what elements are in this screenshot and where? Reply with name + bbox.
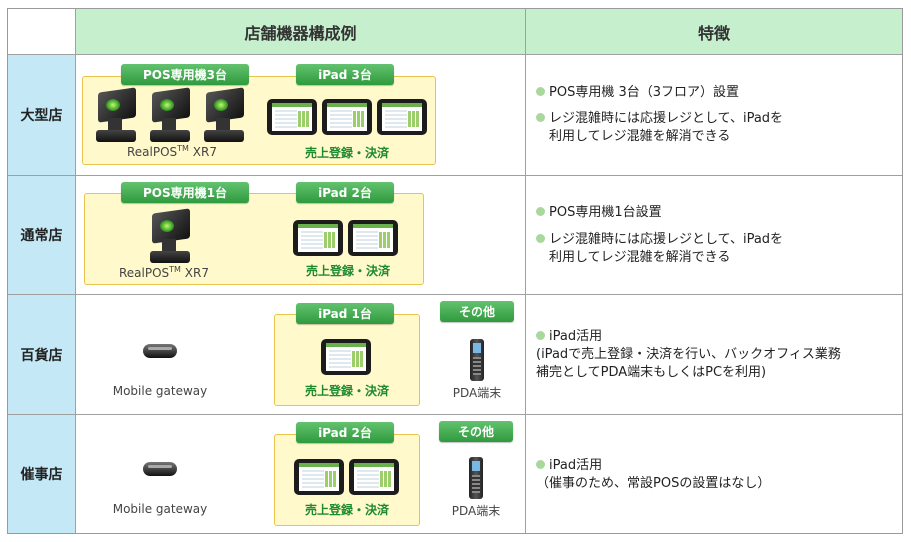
ipad-count-tag: iPad 2台 [296, 182, 394, 203]
feature-item-continuation: (iPadで売上登録・決済を行い、バックオフィス業務 [536, 347, 841, 362]
pda-caption: PDA端末 [451, 504, 501, 518]
ipad-icon [321, 339, 371, 375]
ipad-count-tag: iPad 3台 [296, 64, 394, 85]
ipad-function-label: 売上登録・決済 [304, 146, 389, 160]
corner-cell [8, 9, 75, 54]
ipad-icon [377, 99, 427, 135]
store-equipment-table: 店舗機器構成例 特徴 大型店 通常店 百貨店 催事店 POS専用機3台 iPad… [7, 8, 903, 534]
ipad-icon [293, 220, 343, 256]
feature-item-continuation: （催事のため、常設POSの設置はなし） [536, 476, 771, 491]
grid-line [8, 414, 902, 415]
feature-item: iPad活用 [536, 457, 602, 474]
ipad-icon [294, 459, 344, 495]
pos-terminal-icon [146, 208, 194, 265]
ipad-icon [349, 459, 399, 495]
pos-model-caption: RealPOSTM XR7 [127, 144, 217, 159]
row-head-large-store: 大型店 [8, 55, 75, 175]
ipad-function-label: 売上登録・決済 [304, 384, 389, 398]
grid-line [525, 9, 526, 533]
bullet-icon [536, 87, 545, 96]
row-head-department-store: 百貨店 [8, 295, 75, 414]
grid-line [75, 9, 76, 533]
feature-item: POS専用機1台設置 [536, 204, 662, 221]
feature-item: レジ混雑時には応援レジとして、iPadを [536, 231, 783, 248]
feature-item-continuation: 利用してレジ混雑を解消できる [549, 129, 731, 144]
pos-terminal-icon [92, 87, 140, 144]
ipad-function-label: 売上登録・決済 [304, 503, 389, 517]
pos-count-tag: POS専用機3台 [121, 64, 249, 85]
grid-line [8, 294, 902, 295]
pda-caption: PDA端末 [452, 386, 502, 400]
ipad-count-tag: iPad 2台 [296, 422, 394, 443]
ipad-count-tag: iPad 1台 [296, 303, 394, 324]
ipad-icon [348, 220, 398, 256]
grid-line [8, 54, 902, 55]
pda-device-icon [469, 457, 483, 499]
mobile-gateway-caption: Mobile gateway [112, 502, 208, 516]
mobile-gateway-caption: Mobile gateway [112, 384, 208, 398]
other-tag: その他 [440, 301, 514, 322]
other-tag: その他 [439, 421, 513, 442]
ipad-icon [267, 99, 317, 135]
mobile-gateway-icon [143, 462, 177, 476]
feature-item: レジ混雑時には応援レジとして、iPadを [536, 110, 783, 127]
row-head-event-store: 催事店 [8, 415, 75, 533]
feature-item: POS専用機 3台（3フロア）設置 [536, 84, 739, 101]
header-features: 特徴 [526, 9, 902, 54]
pos-count-tag: POS専用機1台 [121, 182, 249, 203]
bullet-icon [536, 234, 545, 243]
bullet-icon [536, 113, 545, 122]
feature-item-continuation: 補完としてPDA端末もしくはPCを利用) [536, 365, 767, 380]
grid-line [8, 175, 902, 176]
pos-terminal-icon [200, 87, 248, 144]
feature-item: iPad活用 [536, 328, 602, 345]
ipad-function-label: 売上登録・決済 [305, 264, 390, 278]
pos-terminal-icon [146, 87, 194, 144]
pos-model-caption: RealPOSTM XR7 [119, 265, 209, 280]
header-equipment: 店舗機器構成例 [76, 9, 525, 54]
bullet-icon [536, 207, 545, 216]
bullet-icon [536, 331, 545, 340]
ipad-icon [322, 99, 372, 135]
feature-item-continuation: 利用してレジ混雑を解消できる [549, 250, 731, 265]
mobile-gateway-icon [143, 344, 177, 358]
bullet-icon [536, 460, 545, 469]
pda-device-icon [470, 339, 484, 381]
row-head-standard-store: 通常店 [8, 176, 75, 294]
